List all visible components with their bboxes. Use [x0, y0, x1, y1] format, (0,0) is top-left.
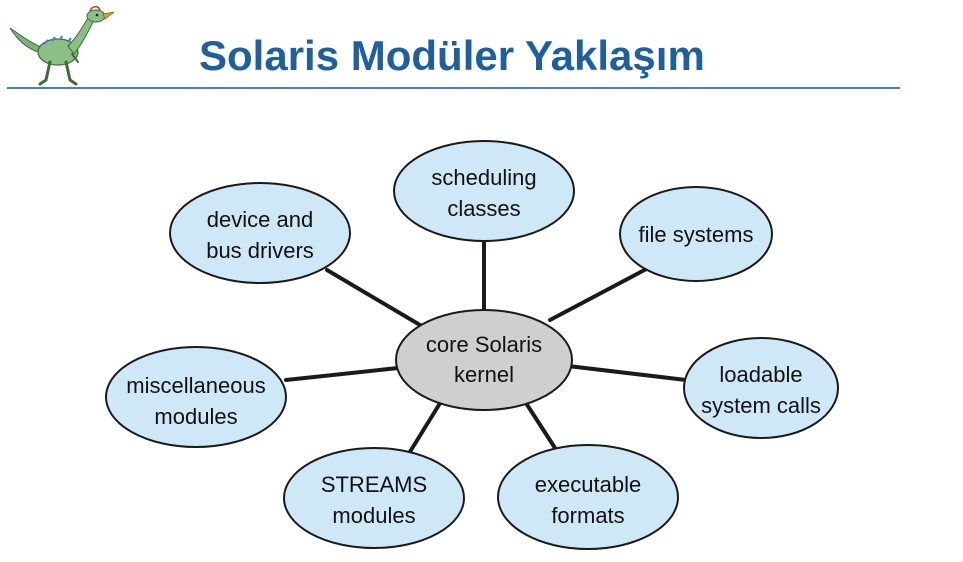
- module-label: classes: [447, 196, 520, 221]
- module-label: loadable: [719, 362, 802, 387]
- core-label-line2: kernel: [454, 362, 514, 387]
- title-divider: [7, 87, 900, 89]
- connector-miscellaneous-modules: [284, 366, 400, 382]
- module-node-scheduling-classes: scheduling classes: [393, 140, 575, 242]
- connectors: [284, 238, 688, 457]
- module-label: modules: [332, 503, 415, 528]
- dinosaur-logo-icon: [9, 5, 115, 86]
- module-label: miscellaneous: [126, 373, 265, 398]
- module-node-streams-modules: STREAMS modules: [283, 447, 465, 549]
- module-node-executable-formats: executable formats: [497, 444, 679, 550]
- module-label: system calls: [701, 393, 821, 418]
- core-label-line1: core Solaris: [426, 332, 542, 357]
- module-node-loadable-system-calls: loadable system calls: [683, 337, 839, 439]
- module-label: formats: [551, 503, 624, 528]
- connector-streams-modules: [406, 398, 444, 457]
- module-node-miscellaneous-modules: miscellaneous modules: [105, 346, 287, 448]
- module-label: modules: [154, 404, 237, 429]
- page-title: Solaris Modüler Yaklaşım: [199, 32, 705, 79]
- module-label: executable: [535, 472, 641, 497]
- module-node-file-systems: file systems: [619, 186, 773, 282]
- core-node: core Solaris kernel: [395, 309, 573, 411]
- module-label: bus drivers: [206, 238, 314, 263]
- connector-loadable-system-calls: [566, 364, 688, 382]
- connector-file-systems: [548, 264, 654, 322]
- module-label: device and: [207, 207, 313, 232]
- module-label: STREAMS: [321, 472, 427, 497]
- module-label: file systems: [639, 222, 754, 247]
- module-label: scheduling: [431, 165, 536, 190]
- connector-device-and-bus-drivers: [325, 268, 422, 327]
- module-node-device-and-bus-drivers: device and bus drivers: [169, 182, 351, 284]
- connector-executable-formats: [522, 398, 557, 450]
- slide-header: Solaris Modüler Yaklaşım: [0, 0, 963, 95]
